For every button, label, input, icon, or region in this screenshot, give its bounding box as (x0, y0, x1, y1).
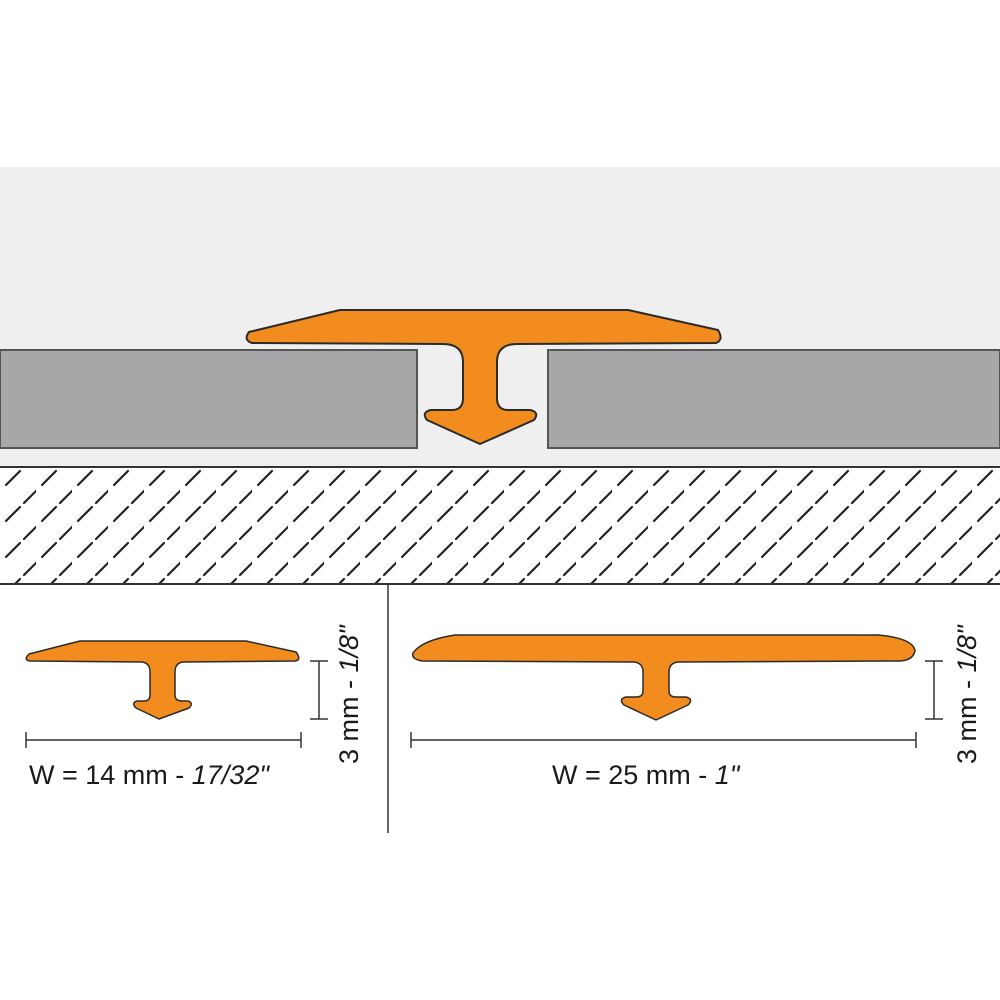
right-floor-tile (547, 349, 1000, 449)
large-width-label-fraction: 1" (715, 760, 741, 790)
installed-t-profile (245, 309, 722, 445)
large-width-label: W = 25 mm - 1" (552, 760, 741, 790)
small-width-label-main: W = 14 mm - (29, 760, 192, 790)
small-height-label-main: 3 mm - (334, 673, 364, 765)
large-height-label: 3 mm - 1/8" (952, 624, 982, 764)
large-height-label-fraction: 1/8" (952, 624, 982, 673)
small-height-label-fraction: 1/8" (334, 624, 364, 673)
small-width-label: W = 14 mm - 17/32" (29, 760, 270, 790)
small-t-profile (25, 640, 300, 720)
large-width-label-main: W = 25 mm - (552, 760, 715, 790)
large-height-label-main: 3 mm - (952, 673, 982, 765)
small-height-label: 3 mm - 1/8" (334, 624, 364, 764)
left-floor-tile (0, 349, 418, 449)
small-width-label-fraction: 17/32" (192, 760, 271, 790)
large-t-profile (411, 634, 916, 721)
subfloor-hatch (0, 467, 1000, 584)
